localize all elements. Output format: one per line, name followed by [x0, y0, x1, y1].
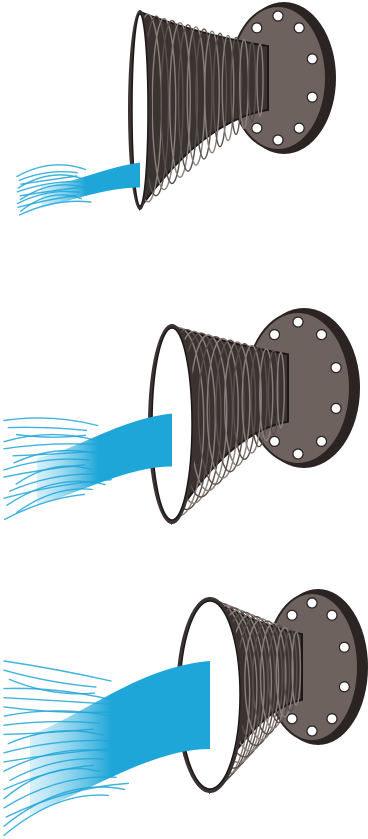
bolt-hole: [294, 123, 304, 133]
spray-strand: [4, 787, 125, 826]
bolt-hole: [307, 92, 317, 102]
valve-fully-open-graphic: [0, 585, 368, 839]
bolt-hole: [331, 403, 341, 413]
bolt-hole: [252, 23, 262, 33]
bolt-hole: [339, 642, 349, 652]
bolt-hole: [317, 436, 327, 446]
bolt-hole: [273, 135, 283, 145]
spray-strand: [8, 427, 86, 430]
bolt-hole: [294, 23, 304, 33]
spray-strand: [4, 661, 111, 681]
bolt-hole: [287, 610, 297, 620]
bolt-hole: [269, 436, 279, 446]
bolt-hole: [273, 11, 283, 21]
bolt-hole: [327, 714, 337, 724]
valve-partially-open: [0, 300, 368, 580]
bolt-hole: [287, 714, 297, 724]
spray-strand: [4, 418, 98, 426]
spray-strand: [20, 201, 91, 215]
bolt-hole: [293, 449, 303, 459]
valve-closed: [0, 0, 368, 260]
valve-partially-open-graphic: [0, 300, 368, 580]
bolt-hole: [327, 610, 337, 620]
bolt-hole: [317, 330, 327, 340]
bolt-hole: [252, 123, 262, 133]
bolt-hole: [331, 363, 341, 373]
spray-strand: [4, 670, 96, 687]
bolt-hole: [269, 330, 279, 340]
valve-closed-graphic: [0, 0, 368, 260]
bolt-hole: [339, 682, 349, 692]
bolt-hole: [293, 317, 303, 327]
bolt-hole: [307, 598, 317, 608]
valve-fully-open: [0, 585, 368, 839]
bolt-hole: [307, 726, 317, 736]
water-jet: [30, 661, 210, 814]
bolt-hole: [307, 54, 317, 64]
